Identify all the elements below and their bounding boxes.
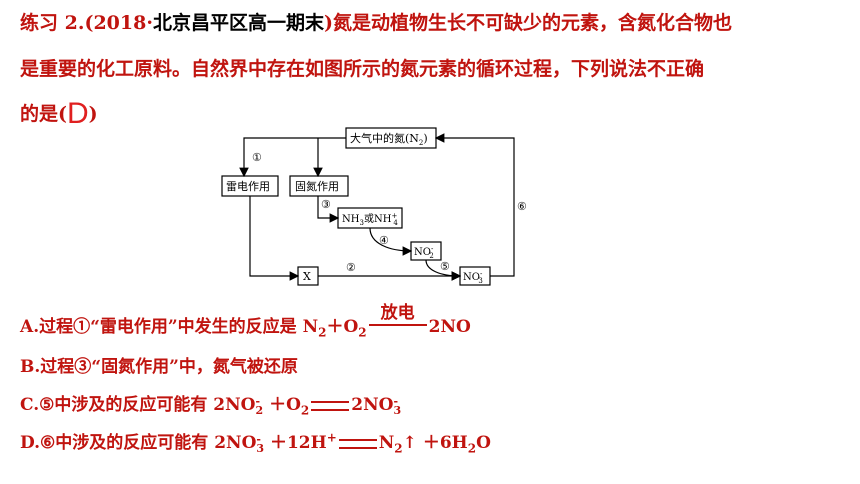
step-2-label: ②	[346, 261, 356, 274]
reaction-condition: 放电	[368, 303, 427, 332]
step-3-label: ③	[321, 198, 331, 211]
question-prefix: 练习 2.(2018·	[20, 12, 153, 34]
option-d: D.⑥中涉及的反应可能有 2NO-3 ＋12H+N2↑ ＋6H2O	[20, 430, 491, 456]
equals-sign	[311, 400, 350, 411]
no2-label: NO-2	[414, 245, 434, 260]
question-line-1-rest: )氮是动植物生长不可缺少的元素，含氮化合物也	[323, 12, 732, 34]
lightning-label: 雷电作用	[226, 180, 270, 193]
arrow-step-3	[317, 196, 340, 223]
question-line-2: 是重要的化工原料。自然界中存在如图所示的氮元素的循环过程，下列说法不正确	[20, 58, 705, 80]
option-b: B.过程③“固氮作用”中，氮气被还原	[20, 357, 298, 377]
nitrogen-cycle-diagram: 大气中的氮(N2) 雷电作用 固氮作用 NH3或NH+4 NO-2 X NO-3…	[221, 127, 527, 286]
step-1-label: ①	[252, 151, 262, 164]
fixation-label: 固氮作用	[295, 179, 339, 193]
step-6-label: ⑥	[517, 200, 527, 213]
no3-label: NO-3	[463, 270, 483, 285]
atmosphere-label: 大气中的氮(N2)	[350, 131, 428, 147]
step-5-label: ⑤	[440, 260, 450, 273]
equals-sign	[338, 438, 377, 449]
question-line-3-before: 的是(	[20, 103, 67, 125]
arrow-step-1	[239, 137, 346, 178]
question-line-3-after: )	[88, 103, 98, 125]
question-source: 北京昌平区高一期末	[152, 12, 324, 34]
ammonia-label: NH3或NH+4	[342, 212, 398, 227]
answer-letter: D	[67, 97, 89, 130]
x-label: X	[303, 270, 311, 283]
arrow-step-6	[434, 133, 515, 277]
question-line-3: 的是(D)	[20, 94, 98, 130]
arrow-lightning-to-x	[249, 196, 300, 281]
question-line-1: 练习 2.(2018·北京昌平区高一期末)氮是动植物生长不可缺少的元素，含氮化合…	[20, 8, 732, 35]
arrow-step-4	[369, 227, 413, 256]
step-4-label: ④	[379, 234, 389, 247]
